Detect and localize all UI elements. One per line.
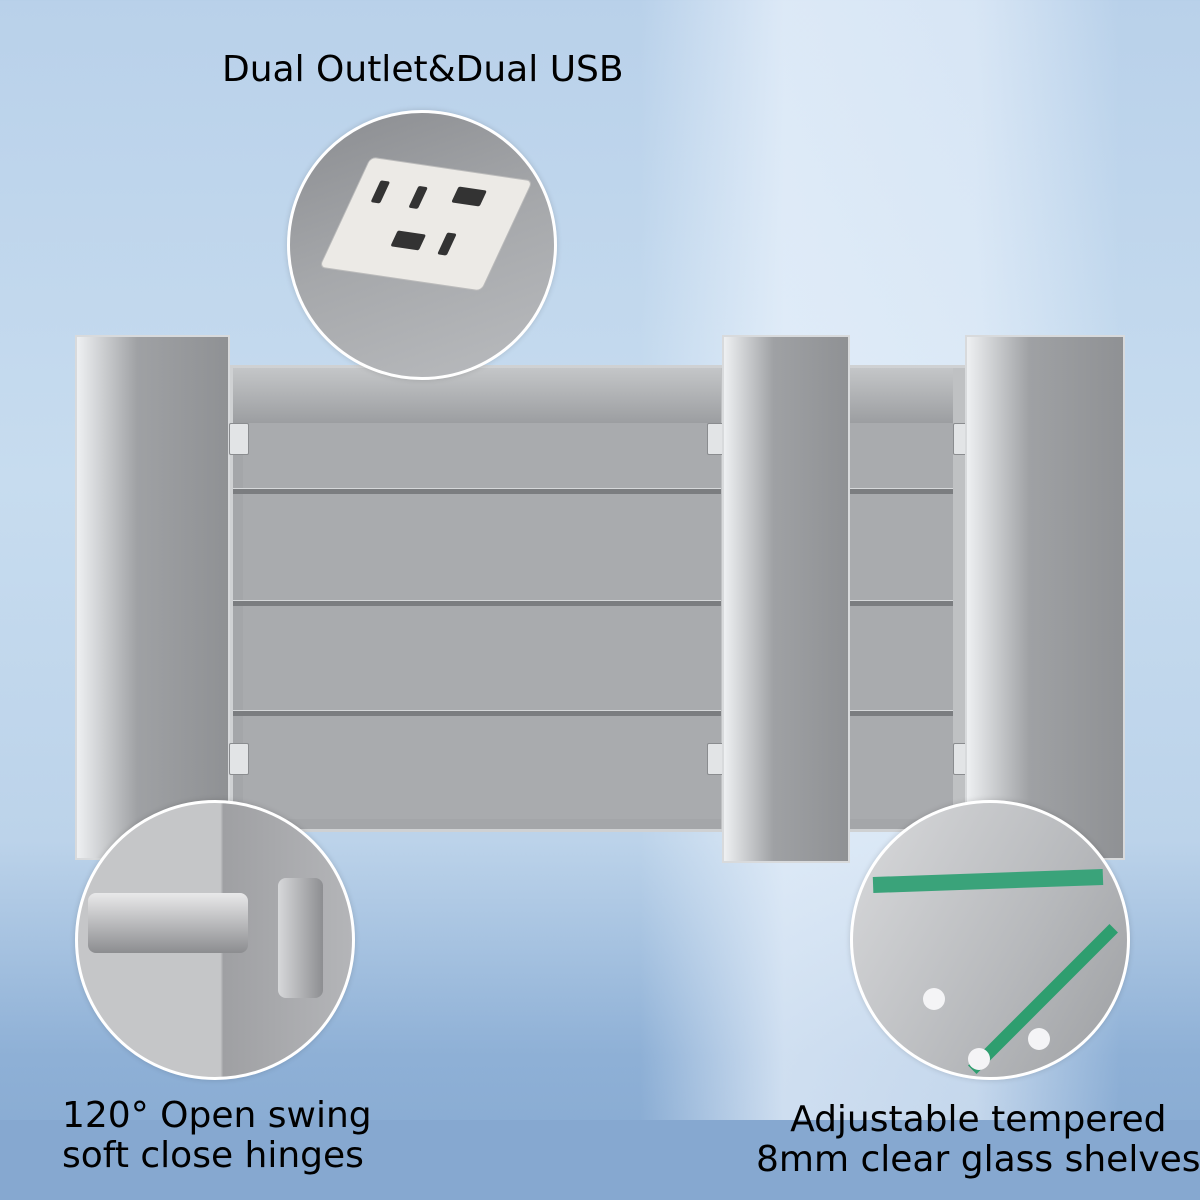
shelf-peg [968, 1048, 990, 1070]
glass-shelf-closeup [850, 800, 1130, 1080]
caption-line: Adjustable tempered [790, 1099, 1167, 1140]
outlet-strip [233, 368, 1087, 423]
cabinet-divider [953, 368, 967, 829]
glass-shelf-edge [872, 868, 1104, 894]
middle-door-open [722, 335, 850, 863]
outlet-usb-closeup [287, 110, 557, 380]
caption-line: soft close hinges [62, 1135, 364, 1176]
hinge-plate [278, 878, 323, 998]
glass-shelf [233, 710, 1087, 716]
hinge-icon [88, 893, 248, 953]
outlet-icon [318, 156, 534, 292]
hinge-icon [229, 423, 249, 455]
shelf-peg [923, 988, 945, 1010]
glass-shelf [233, 488, 1087, 494]
glass-shelf [233, 600, 1087, 606]
back-panel [243, 423, 1077, 819]
feature-caption-hinges: 120° Open swing soft close hinges [62, 1096, 372, 1176]
hinge-closeup [75, 800, 355, 1080]
caption-line: 8mm clear glass shelves [756, 1139, 1200, 1180]
cabinet-body [229, 365, 1090, 832]
background-floor [0, 1120, 1200, 1200]
right-door-open [965, 335, 1125, 860]
feature-caption-shelves: Adjustable tempered 8mm clear glass shel… [756, 1100, 1200, 1180]
feature-title-outlet: Dual Outlet&Dual USB [222, 49, 624, 90]
left-door-open [75, 335, 230, 860]
caption-line: 120° Open swing [62, 1095, 372, 1136]
hinge-icon [229, 743, 249, 775]
shelf-peg [1028, 1028, 1050, 1050]
